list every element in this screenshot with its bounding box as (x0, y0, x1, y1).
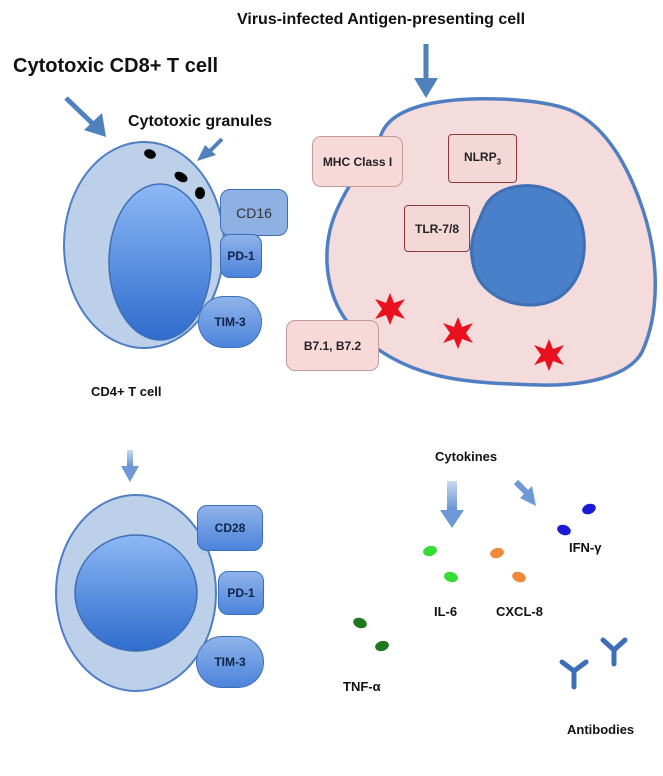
tim3-label: TIM-3 (214, 315, 246, 329)
cd16-label: CD16 (236, 204, 272, 221)
tnf-alpha-molecule (375, 640, 389, 652)
cd28-label: CD28 (214, 521, 246, 535)
virus-icon (534, 339, 564, 371)
il6-molecule (423, 545, 437, 557)
granule (144, 149, 156, 159)
cd28-receptor: CD28 (197, 505, 263, 551)
arrow-cytokines-down (440, 481, 464, 528)
granule (195, 187, 205, 199)
tnf-alpha-molecule (353, 617, 367, 629)
arrow-to-cd4 (121, 450, 139, 482)
cd4-pd1-receptor: PD-1 (218, 571, 264, 615)
apc-nucleus (470, 184, 586, 307)
mhc-class-i-receptor: MHC Class I (312, 136, 403, 187)
cd4-title: CD4+ T cell (91, 384, 162, 399)
il6-label: IL-6 (434, 604, 458, 619)
tim3-label: TIM-3 (214, 655, 246, 669)
ifn-gamma-molecule (557, 524, 571, 536)
virus-icon (375, 293, 405, 325)
cytokines-label: Cytokines (435, 449, 498, 464)
tnf-alpha-label: TNF-α (343, 679, 381, 694)
b7-receptor: B7.1, B7.2 (286, 320, 379, 371)
granules-label: Cytotoxic granules (128, 113, 273, 130)
cd4-t-cell (55, 494, 217, 692)
virus-icon (443, 317, 473, 349)
cd8-nucleus (108, 183, 212, 341)
antibodies-label: Antibodies (567, 722, 635, 737)
cd16-receptor: CD16 (220, 189, 288, 236)
cxcl8-label: CXCL-8 (496, 604, 543, 619)
apc-title: Virus-infected Antigen-presenting cell (237, 11, 526, 28)
cd8-title: Cytotoxic CD8+ T cell (13, 55, 219, 77)
arrow-to-granules (197, 137, 224, 161)
cd8-tim3-receptor: TIM-3 (198, 296, 262, 348)
b7-label: B7.1, B7.2 (303, 338, 362, 353)
pd1-label: PD-1 (227, 249, 255, 263)
tlr78-receptor: TLR-7/8 (404, 205, 470, 252)
pd1-label: PD-1 (227, 586, 255, 600)
cd8-t-cell (63, 141, 225, 349)
cxcl8-molecule (512, 571, 526, 583)
ifn-gamma-molecule (582, 503, 596, 515)
arrow-to-cd8 (64, 96, 106, 137)
nlrp-label: NLRP3 (463, 150, 502, 167)
arrow-cytokines-diagonal (513, 479, 536, 506)
il6-molecule (444, 571, 458, 583)
antibody-icon (559, 659, 589, 690)
mhc-label: MHC Class I (322, 154, 393, 169)
arrow-to-apc (414, 44, 438, 98)
granule (174, 171, 188, 183)
cd4-nucleus (74, 534, 198, 652)
antibody-icon (600, 637, 628, 667)
ifn-gamma-label: IFN-γ (569, 540, 602, 555)
tlr-label: TLR-7/8 (414, 221, 459, 236)
antigen-presenting-cell (325, 97, 657, 387)
cd8-pd1-receptor: PD-1 (220, 234, 262, 278)
cd4-tim3-receptor: TIM-3 (196, 636, 264, 688)
cxcl8-molecule (490, 547, 504, 559)
nlrp3-receptor: NLRP3 (448, 134, 517, 183)
